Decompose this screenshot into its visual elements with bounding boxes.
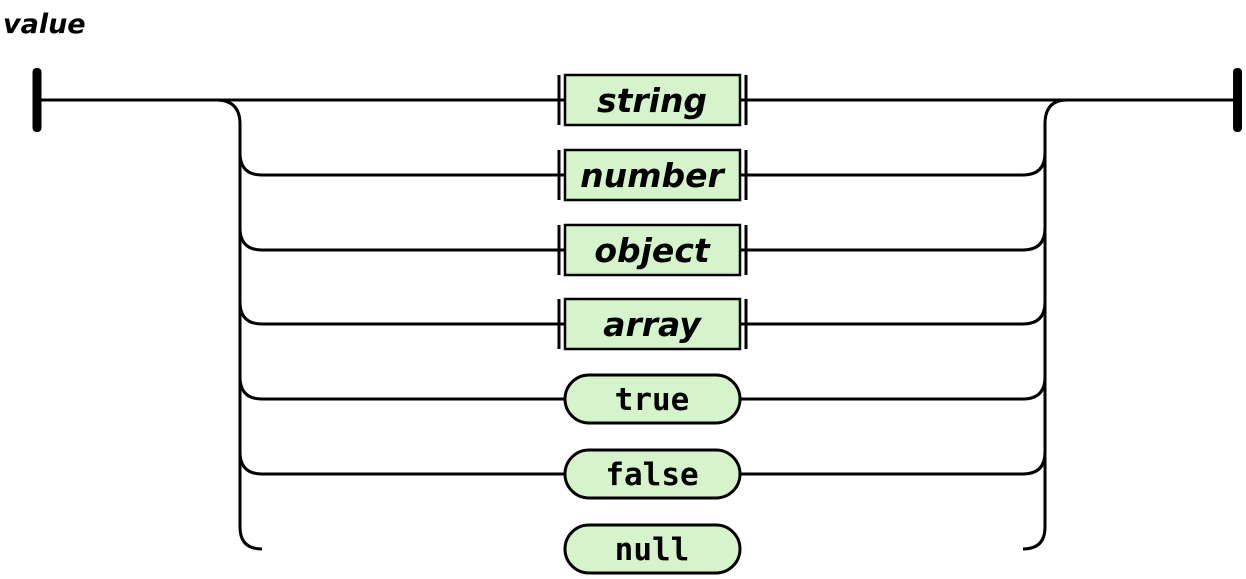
node-true-pill bbox=[563, 373, 742, 425]
rail-corner-left-false bbox=[238, 451, 263, 476]
node-true-label: true bbox=[615, 382, 690, 418]
node-object-box bbox=[563, 223, 742, 277]
node-array-label: array bbox=[603, 305, 702, 344]
node-number: number bbox=[557, 148, 748, 202]
rail-corner-right-false bbox=[1022, 451, 1047, 476]
node-array-box bbox=[563, 297, 742, 351]
node-number-box bbox=[563, 148, 742, 202]
rail-corner-left-array bbox=[238, 301, 263, 326]
node-false-label: false bbox=[605, 457, 698, 493]
diagram-title: value bbox=[3, 9, 86, 40]
node-false-pill bbox=[563, 448, 742, 500]
rail-corner-right-object bbox=[1022, 227, 1047, 252]
node-string-label: string bbox=[597, 81, 707, 120]
node-string: string bbox=[557, 73, 748, 127]
node-array: array bbox=[557, 297, 748, 351]
node-number-label: number bbox=[580, 156, 725, 195]
rail-branch-left-spine bbox=[215, 98, 263, 551]
rail-corner-left-true bbox=[238, 376, 263, 401]
rail-corner-right-true bbox=[1022, 376, 1047, 401]
rail-corner-left-object bbox=[238, 227, 263, 252]
rail-corner-left-number bbox=[238, 152, 263, 177]
node-null-label: null bbox=[615, 532, 690, 568]
rail-merge-right-spine bbox=[1022, 98, 1068, 551]
node-true: true bbox=[563, 373, 742, 425]
node-string-box bbox=[563, 73, 742, 127]
node-object: object bbox=[557, 223, 748, 277]
rail-corner-right-array bbox=[1022, 301, 1047, 326]
end-marker bbox=[1233, 68, 1242, 132]
node-object-label: object bbox=[594, 231, 711, 270]
node-false: false bbox=[563, 448, 742, 500]
rail-corner-right-number bbox=[1022, 152, 1047, 177]
node-null-pill bbox=[563, 523, 742, 575]
start-marker bbox=[32, 68, 42, 132]
node-null: null bbox=[563, 523, 742, 575]
